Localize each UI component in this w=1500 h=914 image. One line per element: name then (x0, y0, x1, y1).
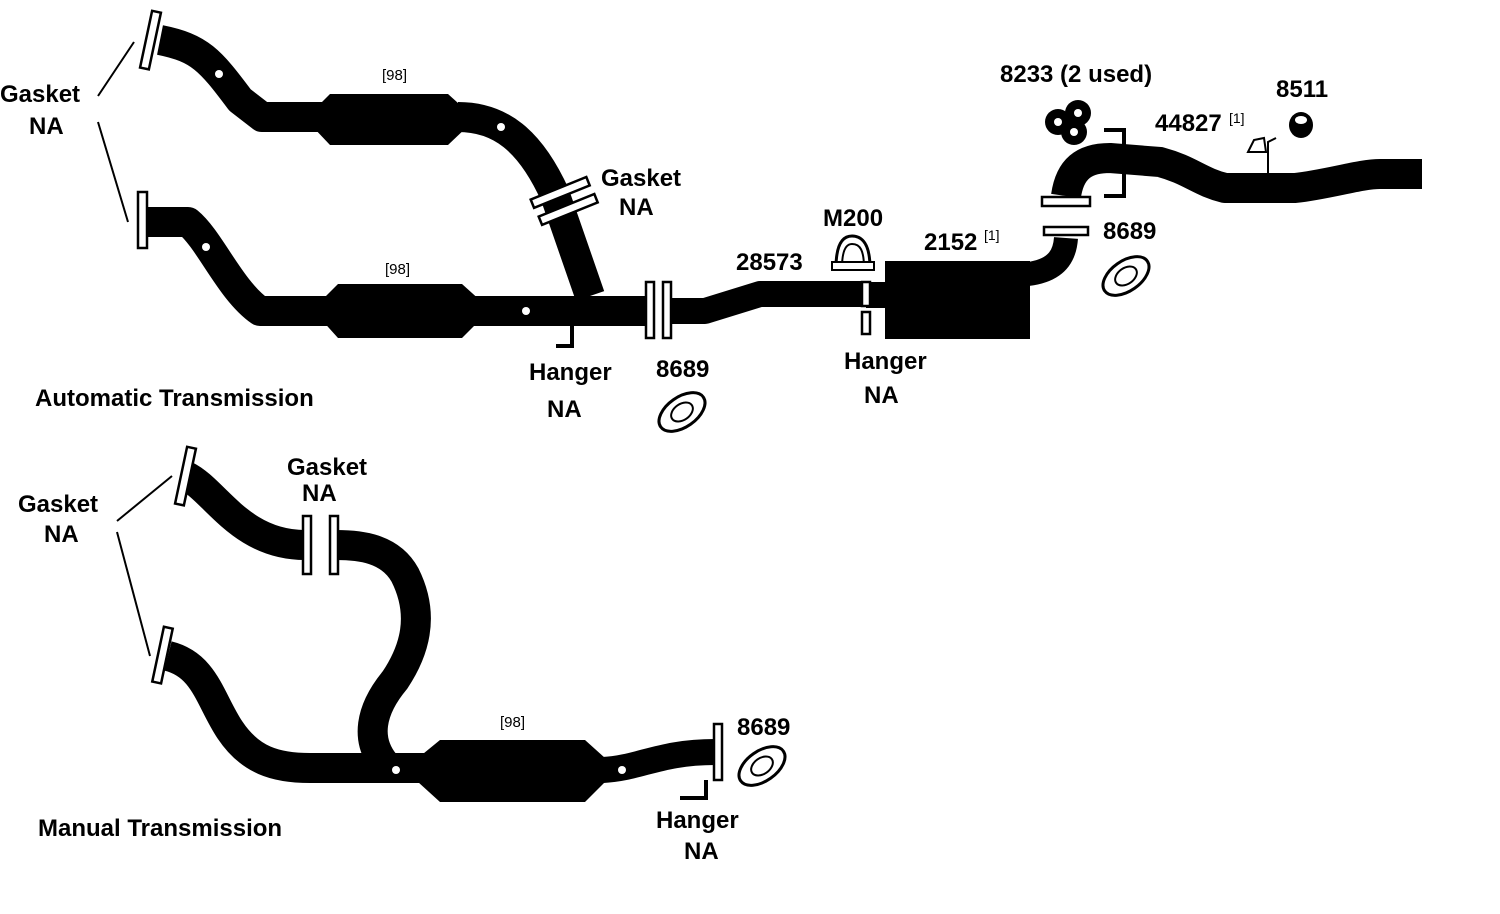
tailpipe-hanger-bracket (1104, 128, 1126, 198)
manual-crossover-gasket-na-label: NA (302, 480, 337, 507)
upper-front-pipe (156, 25, 605, 301)
manual-gasket-label: Gasket (18, 491, 98, 518)
manual-hanger-na-label: NA (684, 838, 719, 865)
muffler (885, 261, 1030, 339)
gasket-leader-line (97, 121, 129, 223)
pipe-dot (392, 766, 400, 774)
muffler-hanger-label: Hanger (844, 348, 927, 375)
muffler-inlet-flange-top (860, 280, 872, 308)
outlet-gasket-label: 8689 (1103, 218, 1156, 245)
upper-manifold-flange (138, 9, 163, 71)
pipe-dot (522, 307, 530, 315)
tailpipe-hanger-rod (1267, 137, 1277, 176)
manual-hanger-bracket (680, 780, 708, 800)
manual-upper-manifold-flange (173, 445, 198, 507)
pipe-dot (618, 766, 626, 774)
lower-manifold-flange (136, 190, 149, 250)
muffler-note: [1] (984, 227, 1000, 243)
gasket-label: Gasket (0, 81, 80, 108)
lower-front-pipe (148, 207, 650, 326)
muffler-hanger-na-label: NA (864, 382, 899, 409)
tailpipe-note: [1] (1229, 110, 1245, 126)
manual-outlet-flange (712, 722, 724, 782)
grommet-label: 8511 (1276, 76, 1328, 103)
upper-converter-ref: [98] (382, 67, 407, 84)
crossover-gasket-2 (537, 192, 600, 227)
flange-left (644, 280, 656, 340)
intermediate-pipe (672, 281, 862, 324)
manual-hanger-label: Hanger (656, 807, 739, 834)
lower-converter-ref: [98] (385, 261, 410, 278)
manual-lower-manifold-flange (150, 625, 175, 685)
flange-right (661, 280, 673, 340)
upper-catalytic-converter (312, 94, 468, 145)
intermediate-pipe-label: 28573 (736, 249, 803, 276)
manual-transmission-title: Manual Transmission (38, 815, 282, 842)
manual-lower-pipe (163, 641, 440, 783)
tailpipe-label: 44827 (1155, 110, 1222, 137)
manual-crossover-gasket-label: Gasket (287, 454, 367, 481)
insulator-label: 8233 (2 used) (1000, 61, 1152, 88)
manual-gasket-leader-line (116, 475, 173, 522)
u-bolt-clamp-icon (831, 234, 875, 271)
gasket-na-label: NA (29, 113, 64, 140)
hanger-bracket (556, 326, 574, 348)
tailpipe (1051, 143, 1422, 203)
flange-gasket-icon (737, 745, 787, 787)
manual-catalytic-converter (418, 740, 605, 802)
manual-transmission-assembly: Gasket NA Gasket NA [98] 8689 Hanger NA … (18, 445, 790, 865)
muffler-inlet-flange-bottom (860, 310, 872, 336)
pipe-dot (215, 70, 223, 78)
pipe-dot (202, 243, 210, 251)
manual-flange-gasket-label: 8689 (737, 714, 790, 741)
muffler-label: 2152 (924, 229, 977, 256)
muffler-outlet-pipe (1025, 236, 1078, 286)
lower-catalytic-converter (320, 284, 482, 338)
tailpipe-flange (1040, 195, 1092, 208)
hanger-na-label: NA (547, 396, 582, 423)
muffler-inlet (866, 282, 888, 308)
crossover-gasket-label: Gasket (601, 165, 681, 192)
manual-crossover-flange-left (301, 514, 313, 576)
clamp-label: M200 (823, 205, 883, 232)
crossover-gasket-na-label: NA (619, 194, 654, 221)
manual-outlet-pipe (601, 739, 716, 783)
automatic-transmission-title: Automatic Transmission (35, 385, 314, 412)
tailpipe-hanger-clip (1246, 136, 1268, 153)
hanger-label: Hanger (529, 359, 612, 386)
manual-crossover-flange-right (328, 514, 340, 576)
flange-gasket-icon (657, 391, 707, 433)
manual-gasket-na-label: NA (44, 521, 79, 548)
gasket-leader-line (97, 41, 135, 97)
pipe-dot (497, 123, 505, 131)
flange-gasket-label: 8689 (656, 356, 709, 383)
manual-upper-pipe (178, 462, 431, 774)
flange-gasket-icon (1101, 255, 1151, 297)
rubber-insulator-icon (1045, 100, 1091, 145)
automatic-transmission-assembly: Gasket NA [98] [98] Gasket NA Hanger NA … (0, 9, 1422, 433)
grommet-icon (1289, 112, 1313, 138)
crossover-gasket-1 (529, 175, 592, 210)
manual-converter-ref: [98] (500, 714, 525, 731)
manual-gasket-leader-line (116, 531, 151, 657)
muffler-outlet-flange (1042, 225, 1090, 237)
